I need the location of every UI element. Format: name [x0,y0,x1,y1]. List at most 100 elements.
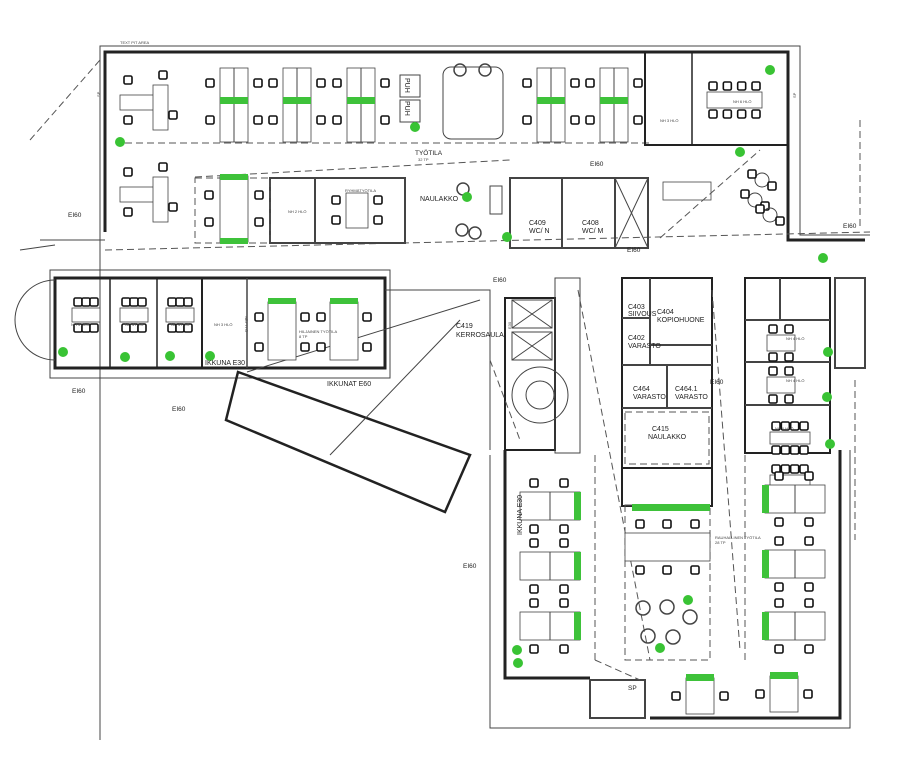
chair-icon [137,297,147,307]
room-labels: TEXT PIT AREA TYÖTILA 32 TP NAULAKKO C40… [68,40,857,692]
cafe-table [762,207,778,223]
lounge-chair-icon [468,226,482,240]
chair-icon [585,115,595,125]
meeting-table [71,307,101,323]
chair-icon [373,195,383,205]
lounge-chair-icon [665,629,681,645]
label-c4641-sub: VARASTO [675,394,708,401]
label-c415: C415 [652,426,669,433]
chair-icon [73,297,83,307]
chair-icon [804,644,814,654]
label-c415-sub: NAULAKKO [648,434,687,441]
chair-icon [751,81,761,91]
chair-icon [183,323,193,333]
service-rooms [621,277,741,651]
green-screen [574,552,581,580]
label-sp-right: SP [792,92,797,98]
meeting-table [165,307,195,323]
meeting-table [766,334,796,352]
label-c404: C404 [657,309,674,316]
chair-icon [205,78,215,88]
chair-icon [804,517,814,527]
fire-rating-1: EI60 [590,161,604,168]
desk [152,84,169,131]
chair-icon [123,115,133,125]
left-wing [14,244,491,450]
chair-icon [205,115,215,125]
chair-icon [784,324,794,334]
chair-icon [529,644,539,654]
chair-icon [559,598,569,608]
chair-icon [784,394,794,404]
chair-icon [380,78,390,88]
chair-icon [529,598,539,608]
chair-icon [708,81,718,91]
desk-cluster [685,677,715,715]
chair-icon [253,78,263,88]
green-screen [283,97,311,104]
chair-icon [168,202,178,212]
label-nh4-right2: NH 4 HLÖ [786,378,804,383]
chair-icon [123,75,133,85]
chair-icon [254,190,264,200]
green-screen [268,298,296,304]
chair-icon [799,464,809,474]
label-ikkuna-e30-vertical: IKKUNA E30 [517,495,524,535]
chair-icon [268,78,278,88]
lounge-chair-icon [635,600,651,616]
fire-rating-8: EI60 [710,379,724,386]
desk-cluster [624,532,711,562]
chair-icon [529,584,539,594]
chair-icon [803,689,813,699]
chair-icon [570,78,580,88]
chair-icon [316,78,326,88]
plant-icon [502,232,512,242]
chair-icon [529,524,539,534]
chair-icon [775,216,785,226]
chair-icon [268,115,278,125]
label-c402: C402 [628,335,645,342]
label-nh6-right: NH 6 HLÖ [775,426,793,431]
fire-rating-9: EI60 [463,563,477,570]
chair-icon [780,464,791,474]
chair-icon [804,536,814,546]
chair-icon [559,538,569,548]
cafe-table [747,192,763,208]
chair-icon [768,394,778,404]
label-c419-sub: KERROSAULA [456,332,504,339]
fire-rating-2: EI60 [627,247,641,254]
meeting-table [766,376,796,394]
chair-icon [784,366,794,376]
green-screen [762,550,769,578]
chair-icon [316,312,326,322]
chair-icon [380,115,390,125]
chair-icon [708,109,718,119]
label-rauhallinen: RAUHALLINEN TYÖTILA [715,535,761,540]
chair-icon [123,167,133,177]
chair-icon [129,297,139,307]
chair-icon [331,215,341,225]
lounge-chair-icon [682,609,698,625]
chair-icon [789,445,800,455]
label-nh4b: NH 4 HLÖ [125,322,143,327]
chair-icon [559,584,569,594]
plant-icon [683,595,693,605]
chair-icon [522,78,532,88]
chair-icon [89,323,99,333]
green-screen [686,674,714,681]
green-screen [762,485,769,513]
plant-icon [512,645,522,655]
chair-icon [158,70,168,80]
label-c409: C409 [529,220,546,227]
label-nh3-mid: NH 3 HLÖ [214,322,232,327]
chair-icon [774,598,784,608]
label-c409-sub: WC/ N [529,228,550,235]
chair-icon [774,517,784,527]
chair-icon [804,471,814,481]
chair-icon [662,519,672,529]
chair-icon [529,478,539,488]
lounge-chair-icon [478,63,492,77]
plant-icon [410,122,420,132]
chair-icon [767,181,777,191]
